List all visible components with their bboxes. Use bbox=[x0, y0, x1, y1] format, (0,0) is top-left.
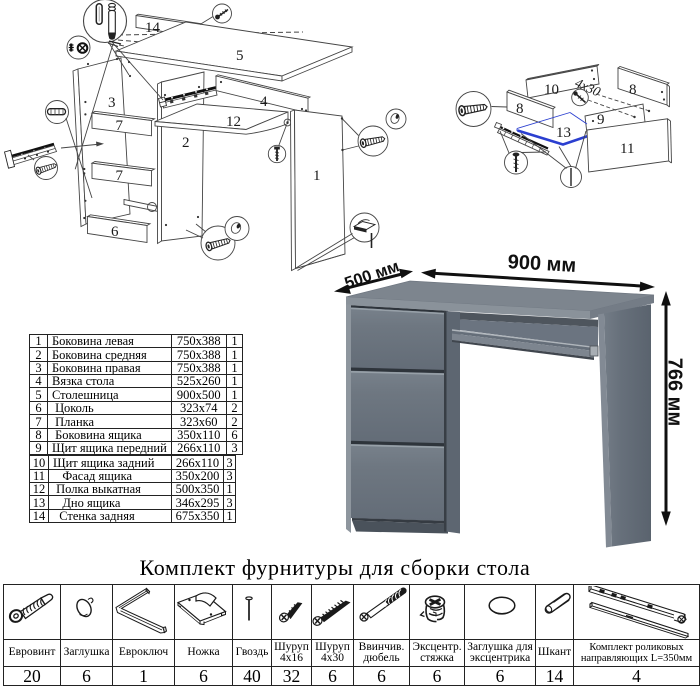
svg-text:8: 8 bbox=[516, 101, 524, 117]
svg-text:9: 9 bbox=[597, 112, 605, 128]
svg-text:8: 8 bbox=[629, 82, 637, 98]
svg-text:11: 11 bbox=[620, 141, 634, 157]
svg-text:4: 4 bbox=[260, 94, 268, 110]
svg-text:5: 5 bbox=[236, 48, 244, 64]
svg-text:3: 3 bbox=[108, 95, 116, 111]
svg-text:10: 10 bbox=[544, 82, 559, 98]
svg-text:6: 6 bbox=[111, 224, 119, 240]
svg-text:1: 1 bbox=[313, 168, 321, 184]
svg-text:14: 14 bbox=[145, 20, 161, 36]
svg-text:7: 7 bbox=[116, 118, 124, 134]
svg-text:12: 12 bbox=[226, 114, 241, 130]
svg-text:7: 7 bbox=[116, 168, 124, 184]
svg-text:900 мм: 900 мм bbox=[507, 251, 577, 277]
svg-text:2: 2 bbox=[182, 135, 190, 151]
svg-text:13: 13 bbox=[556, 125, 571, 141]
svg-text:766 мм: 766 мм bbox=[664, 358, 686, 427]
